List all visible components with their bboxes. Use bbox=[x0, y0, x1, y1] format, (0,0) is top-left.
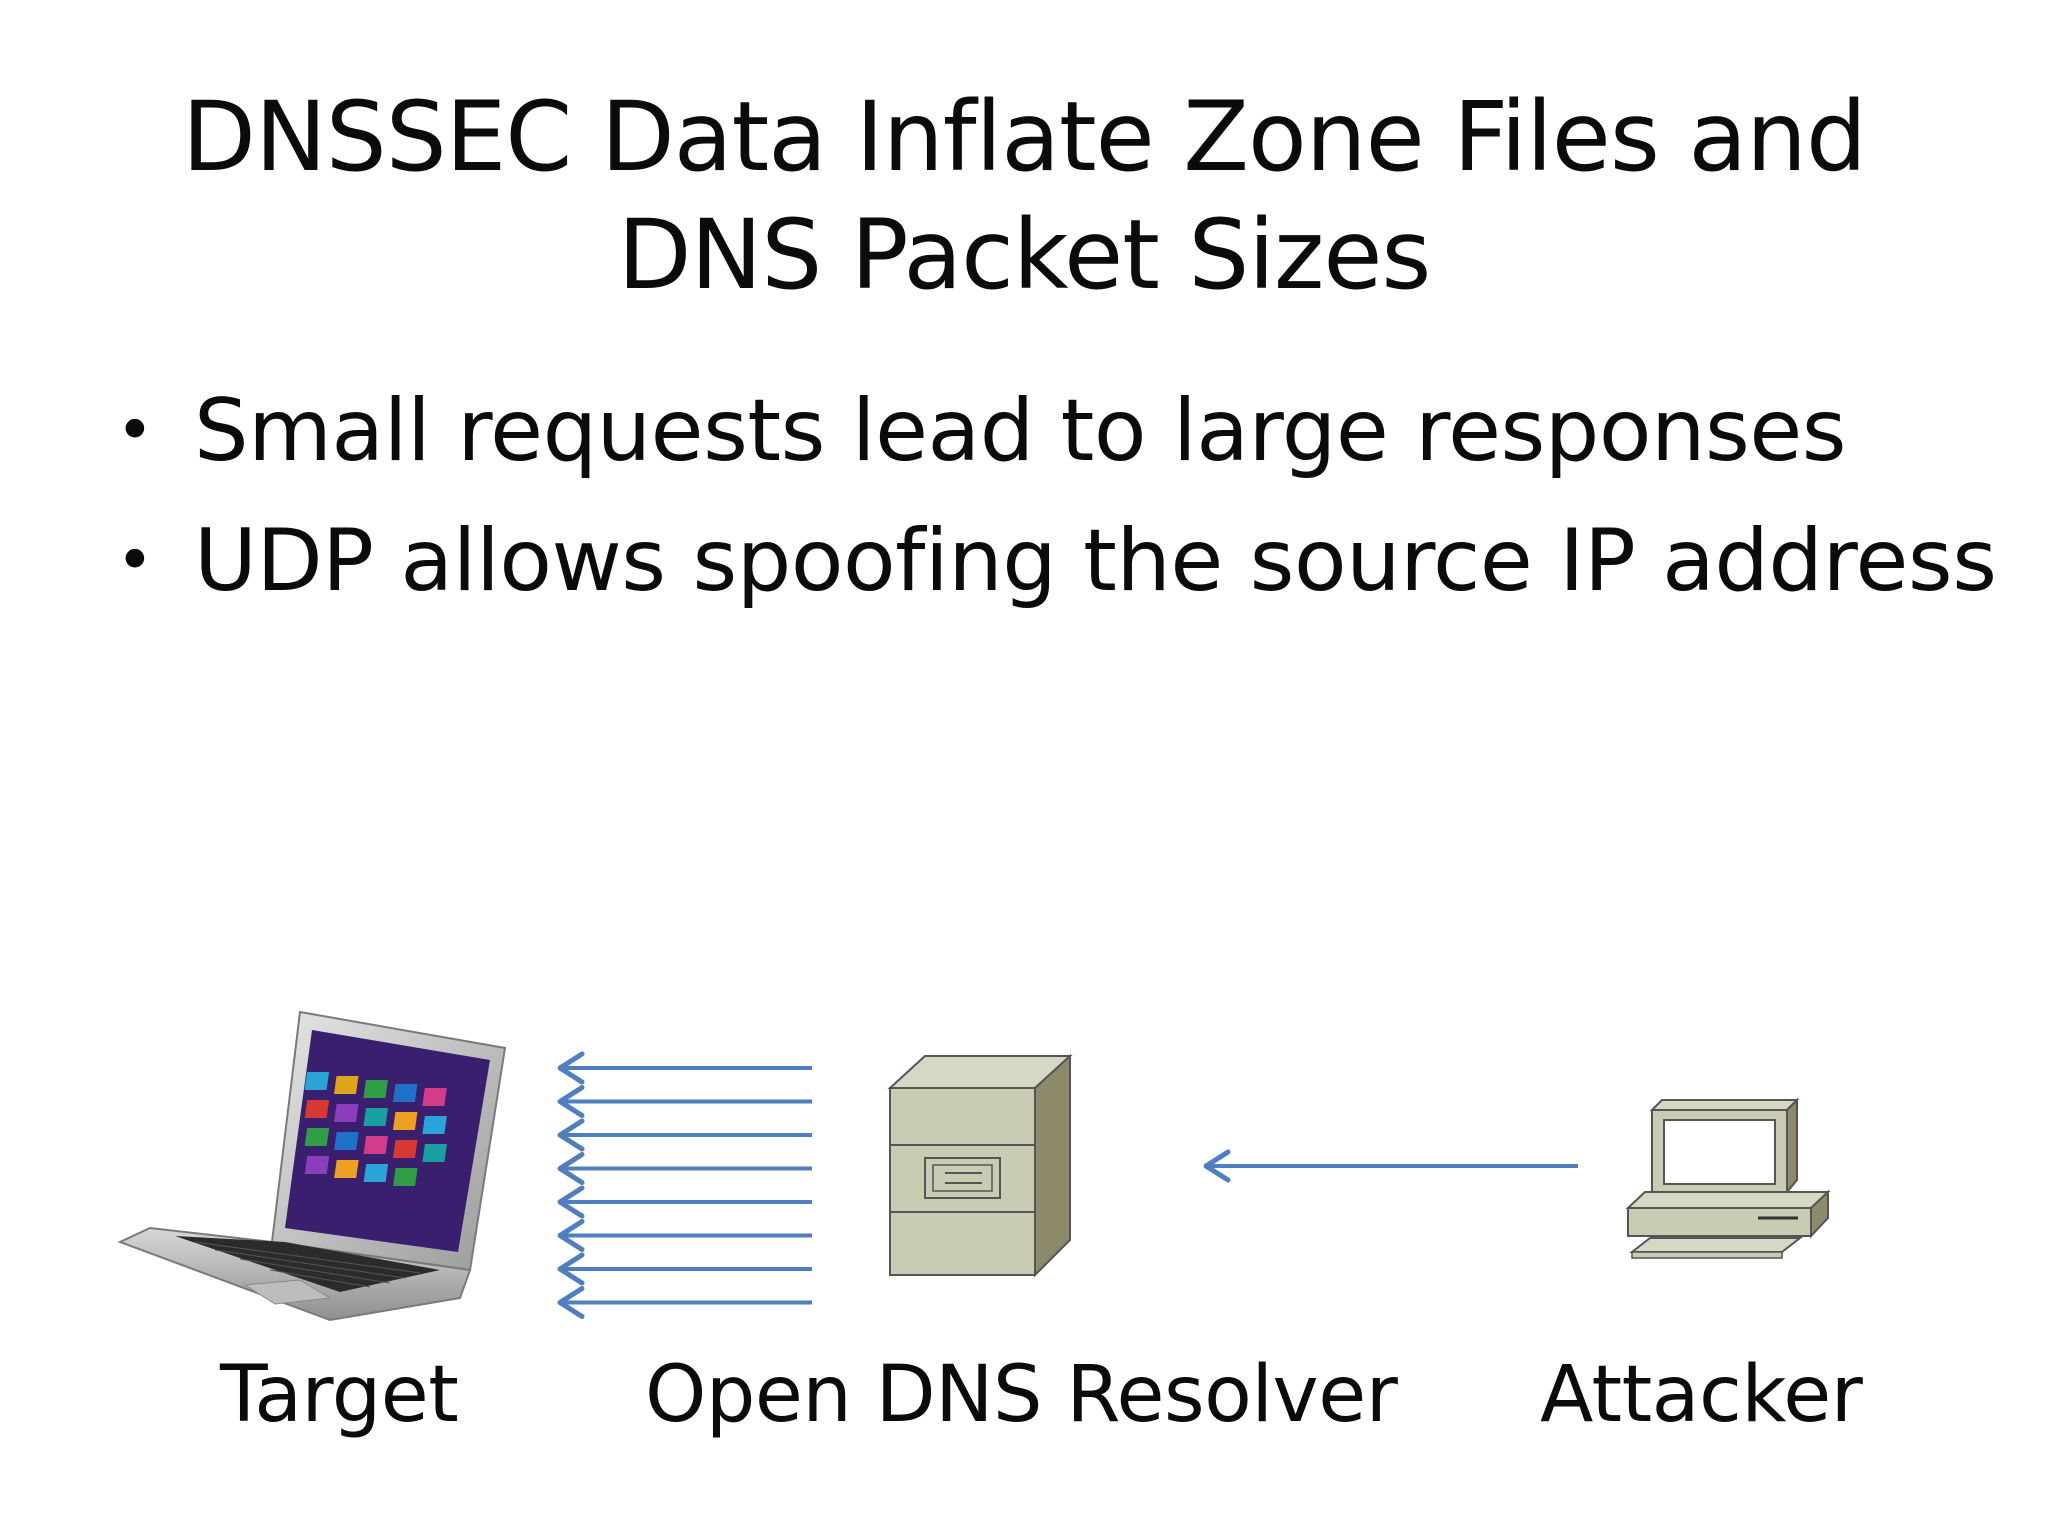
bullet-dot-icon: • bbox=[116, 524, 154, 598]
resolver-label: Open DNS Resolver bbox=[645, 1350, 1398, 1440]
laptop-icon bbox=[117, 1010, 507, 1322]
desktop-computer-icon bbox=[1625, 1097, 1831, 1259]
response-arrows bbox=[557, 1051, 812, 1319]
query-arrow-line bbox=[1203, 1149, 1578, 1183]
response-arrow bbox=[557, 1051, 812, 1085]
response-arrow bbox=[557, 1152, 812, 1185]
bullet-item: • UDP allows spoofing the source IP addr… bbox=[108, 496, 1997, 626]
attacker-label: Attacker bbox=[1540, 1350, 1863, 1440]
bullet-dot-icon: • bbox=[116, 394, 154, 468]
bullet-item: • Small requests lead to large responses bbox=[108, 366, 1988, 496]
dns-amplification-diagram bbox=[117, 1010, 1831, 1322]
target-label: Target bbox=[220, 1350, 459, 1440]
response-arrow bbox=[557, 1219, 812, 1252]
query-arrow bbox=[1203, 1149, 1578, 1183]
bullet-text: Small requests lead to large responses bbox=[194, 381, 1847, 481]
response-arrow bbox=[557, 1118, 812, 1152]
response-arrow bbox=[557, 1252, 812, 1286]
response-arrow bbox=[557, 1085, 812, 1118]
response-arrow bbox=[557, 1286, 812, 1319]
bullet-text: UDP allows spoofing the source IP addres… bbox=[194, 511, 1997, 611]
bullet-list: • Small requests lead to large responses… bbox=[108, 366, 1997, 626]
response-arrow bbox=[557, 1185, 812, 1219]
slide-title: DNSSEC Data Inflate Zone Files and DNS P… bbox=[182, 81, 1867, 311]
server-icon bbox=[887, 1053, 1073, 1278]
